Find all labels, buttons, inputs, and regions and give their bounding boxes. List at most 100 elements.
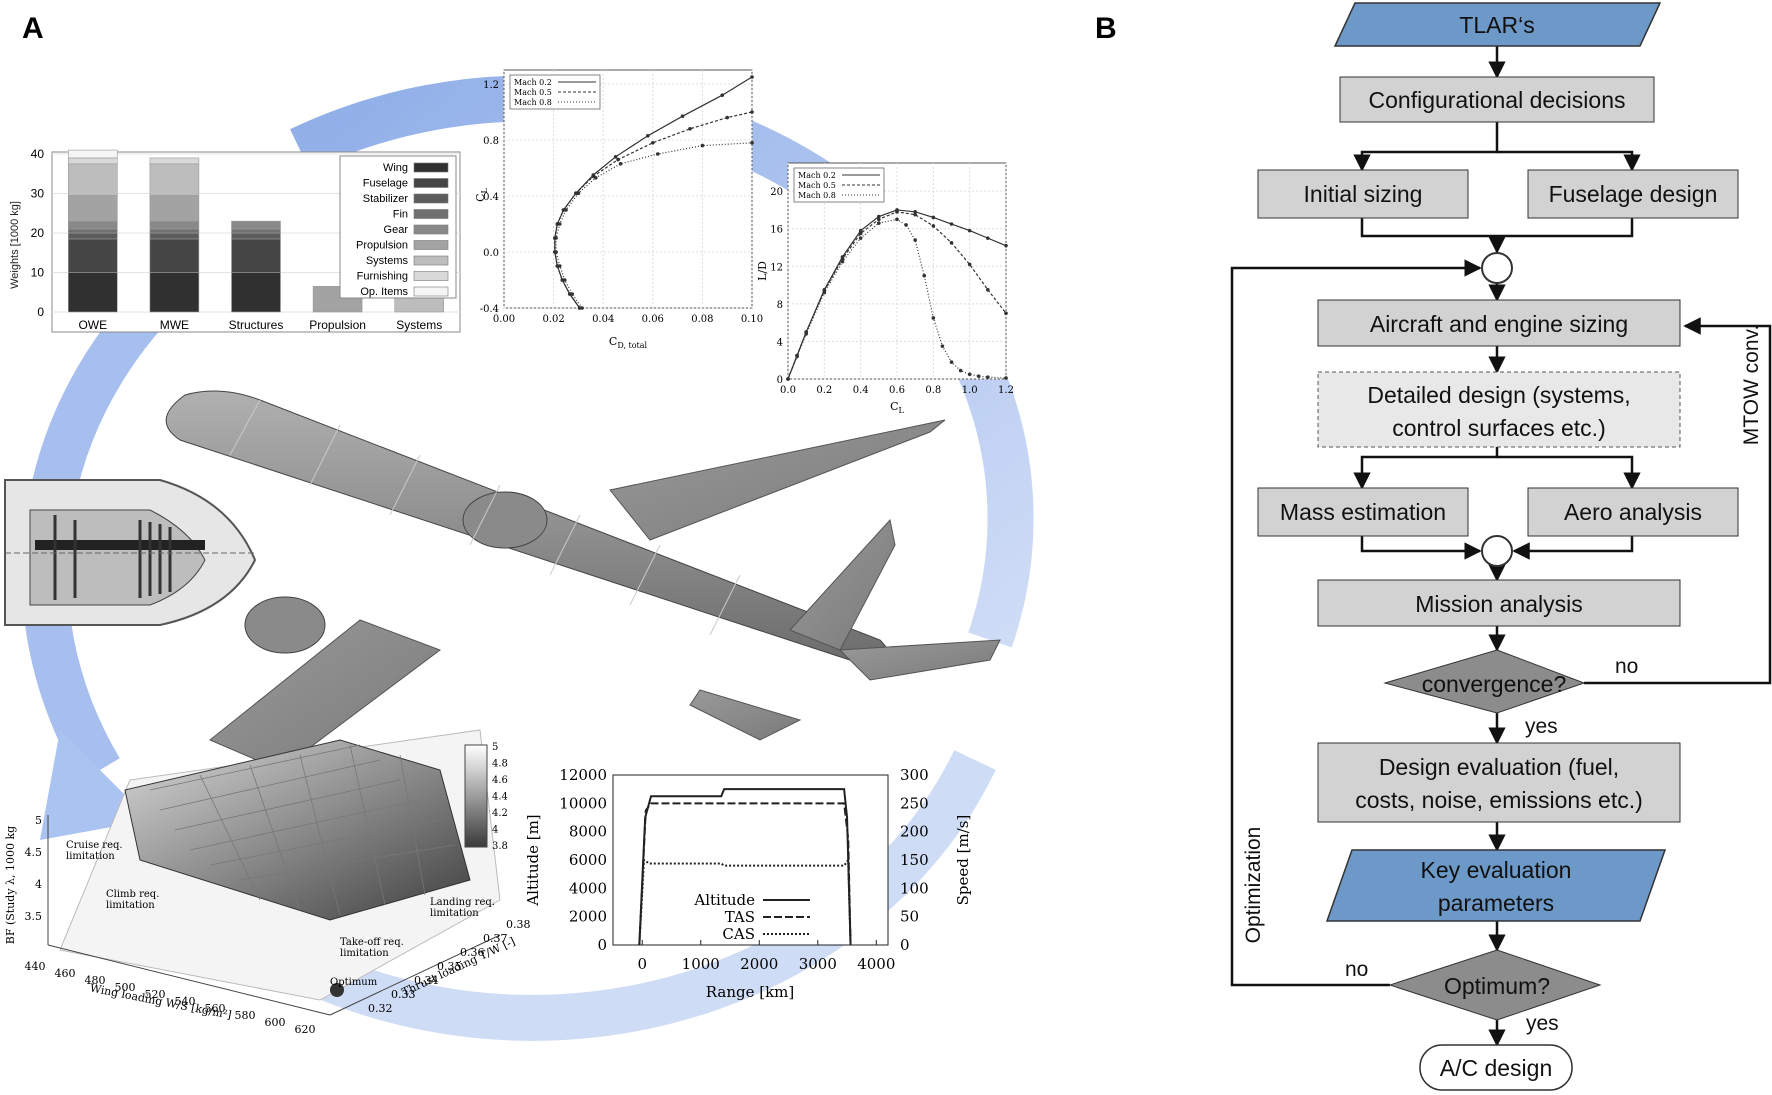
weights-ytick: 20 bbox=[31, 226, 45, 240]
surface-colorbar-tick: 4 bbox=[492, 825, 498, 836]
polar-point bbox=[561, 208, 566, 212]
mission-legend-label: CAS bbox=[722, 925, 755, 943]
polar-ytick: -0.4 bbox=[480, 304, 499, 315]
polar-legend-label: Mach 0.2 bbox=[514, 78, 552, 87]
polar-xtick: 0.02 bbox=[542, 314, 564, 325]
polar-point bbox=[725, 115, 729, 120]
weights-ytick: 30 bbox=[31, 187, 45, 201]
mission-ytick: 12000 bbox=[559, 766, 607, 784]
mission-y2label: Speed [m/s] bbox=[954, 815, 972, 906]
weights-bar-segment bbox=[68, 220, 118, 230]
node-convergence-label: convergence? bbox=[1422, 671, 1567, 697]
node-design-evaluation bbox=[1317, 742, 1681, 823]
weights-legend-swatch bbox=[413, 162, 449, 173]
surface-annotation: Cruise req.limitation bbox=[66, 840, 123, 862]
polar-point bbox=[576, 191, 581, 195]
mission-ytick: 4000 bbox=[569, 879, 607, 897]
ld-point bbox=[967, 228, 972, 233]
surface-annotation: Optimum bbox=[330, 977, 378, 988]
surface-xtick: 560 bbox=[205, 1002, 226, 1015]
ld-point bbox=[877, 214, 881, 219]
weights-ytick: 10 bbox=[31, 266, 45, 280]
weights-legend-label: Fuselage bbox=[363, 178, 408, 190]
ld-point bbox=[913, 212, 917, 217]
ld-series-line bbox=[787, 209, 1007, 380]
node-detailed-design bbox=[1317, 371, 1681, 448]
polar-point bbox=[580, 306, 584, 310]
weights-legend-label: Gear bbox=[384, 224, 409, 236]
surface-annotation: Climb req.limitation bbox=[106, 889, 159, 911]
weights-bar-segment bbox=[68, 272, 118, 313]
mission-y2tick: 100 bbox=[900, 879, 929, 897]
polar-point bbox=[720, 93, 725, 97]
surface-ztick: 5 bbox=[35, 814, 42, 827]
polar-ytick: 1.2 bbox=[483, 80, 499, 91]
aircraft-3d-model bbox=[165, 390, 1001, 771]
ld-xtick: 1.0 bbox=[962, 385, 978, 396]
ld-point bbox=[949, 222, 954, 226]
ld-point bbox=[877, 221, 881, 225]
ld-point bbox=[858, 231, 863, 236]
surface-mesh bbox=[124, 739, 471, 921]
weights-legend-label: Wing bbox=[383, 162, 408, 174]
ld-point bbox=[858, 236, 863, 240]
polar-ytick: 0.0 bbox=[483, 248, 499, 259]
ld-point bbox=[858, 228, 863, 233]
surface-grid bbox=[149, 744, 456, 916]
ld-point bbox=[877, 217, 881, 222]
weights-legend-swatch bbox=[413, 193, 449, 204]
surface-xtick: 620 bbox=[295, 1023, 316, 1036]
weights-legend-label: Stabilizer bbox=[363, 193, 409, 205]
ld-point bbox=[895, 217, 899, 222]
ld-point bbox=[786, 377, 790, 381]
weights-bar-segment bbox=[68, 228, 118, 234]
polar-xtick: 0.06 bbox=[642, 314, 664, 325]
weights-legend-label: Fin bbox=[393, 209, 408, 221]
node-design-evaluation-line1: Design evaluation (fuel, bbox=[1379, 754, 1619, 780]
mission-ytick: 0 bbox=[597, 936, 607, 954]
ld-point bbox=[949, 360, 954, 364]
polar-ylabel: CL bbox=[474, 187, 489, 201]
weights-bar-segment bbox=[149, 272, 200, 313]
surface-ytick: 0.37 bbox=[483, 932, 508, 945]
surface-ytick: 0.32 bbox=[368, 1002, 393, 1015]
ld-ytick: 12 bbox=[770, 262, 783, 273]
surface-xtick: 580 bbox=[235, 1009, 256, 1022]
surface-annotation: Take-off req.limitation bbox=[340, 937, 404, 959]
surface-ztick: 4.5 bbox=[25, 846, 43, 859]
ld-point bbox=[986, 375, 990, 379]
weights-legend-label: Propulsion bbox=[356, 240, 408, 252]
ld-point bbox=[822, 290, 827, 295]
surface-ytick: 0.35 bbox=[437, 960, 462, 973]
weights-legend-swatch bbox=[413, 255, 449, 266]
surface-xtick: 520 bbox=[145, 988, 166, 1001]
weights-bar-segment bbox=[68, 238, 118, 273]
polar-point bbox=[618, 162, 623, 166]
junction-1 bbox=[1481, 252, 1513, 284]
optimization-loop-label: Optimization bbox=[1242, 827, 1265, 944]
ld-ylabel: L/D bbox=[756, 261, 769, 281]
ld-point bbox=[1004, 376, 1008, 380]
weights-legend-swatch bbox=[413, 271, 449, 281]
surface-ztick: 3.5 bbox=[25, 910, 43, 923]
polar-xtick: 0.10 bbox=[741, 314, 763, 325]
junction-2 bbox=[1481, 535, 1513, 567]
mission-xtick: 4000 bbox=[857, 955, 895, 973]
node-aero-analysis bbox=[1527, 487, 1739, 537]
polar-point bbox=[577, 306, 582, 310]
panel-a-label: A bbox=[22, 12, 44, 45]
polar-point bbox=[613, 155, 618, 159]
ld-xtick: 0.8 bbox=[925, 385, 941, 396]
mission-xtick: 2000 bbox=[740, 955, 778, 973]
ld-series-line bbox=[787, 211, 1007, 380]
weights-bar-segment bbox=[231, 228, 281, 234]
surface-zlabel: BF (Study λ, 1000 kg bbox=[4, 826, 17, 944]
polar-point bbox=[655, 152, 660, 156]
weights-bar-segment bbox=[231, 232, 281, 240]
ld-point bbox=[931, 215, 936, 220]
ld-xtick: 1.2 bbox=[998, 385, 1014, 396]
